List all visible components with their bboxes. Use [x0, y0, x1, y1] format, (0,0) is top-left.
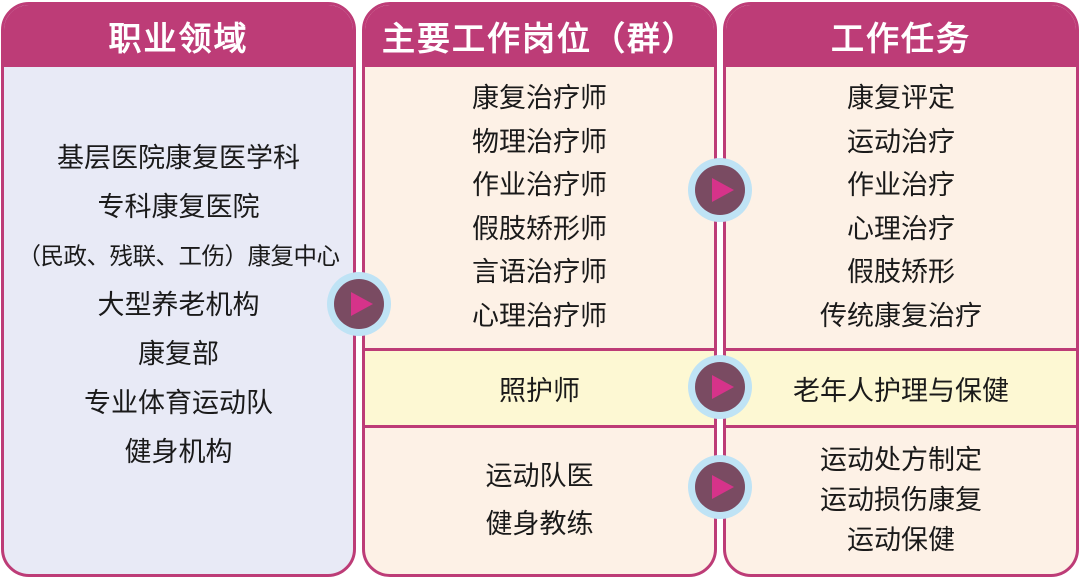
position-item: 言语治疗师 [472, 257, 607, 288]
task-item: 作业治疗 [847, 170, 955, 201]
tasks-group-therapy: 康复评定 运动治疗 作业治疗 心理治疗 假肢矫形 传统康复治疗 [726, 67, 1076, 348]
task-item: 老年人护理与保健 [793, 375, 1009, 407]
task-item: 运动损伤康复 [820, 485, 982, 516]
task-item: 传统康复治疗 [820, 300, 982, 332]
play-arrow-icon [688, 355, 752, 419]
position-item: 心理治疗师 [472, 300, 607, 332]
field-item: 大型养老机构 [97, 290, 260, 321]
field-item: 专业体育运动队 [84, 388, 273, 419]
position-item: 运动队医 [485, 461, 594, 492]
positions-column: 主要工作岗位（群） 康复治疗师 物理治疗师 作业治疗师 假肢矫形师 言语治疗师 … [362, 2, 717, 577]
tasks-group-elderly-care: 老年人护理与保健 [726, 348, 1076, 428]
positions-group-sports: 运动队医 健身教练 [365, 428, 714, 574]
task-item: 运动治疗 [847, 126, 955, 158]
position-item: 物理治疗师 [472, 126, 607, 158]
positions-group-therapists: 康复治疗师 物理治疗师 作业治疗师 假肢矫形师 言语治疗师 心理治疗师 [365, 67, 714, 348]
task-item: 心理治疗 [847, 213, 955, 245]
play-arrow-icon [688, 158, 752, 222]
field-list: 基层医院康复医学科 专科康复医院 （民政、残联、工伤）康复中心 大型养老机构 康… [4, 67, 353, 574]
position-item: 作业治疗师 [472, 170, 607, 201]
tasks-group-sports: 运动处方制定 运动损伤康复 运动保健 [726, 428, 1076, 574]
play-arrow-icon [688, 455, 752, 519]
tasks-column-header: 工作任务 [726, 5, 1076, 67]
field-item: 健身机构 [124, 437, 233, 468]
task-item: 运动处方制定 [820, 445, 982, 476]
task-item: 假肢矫形 [847, 257, 955, 288]
play-arrow-icon [327, 272, 391, 336]
field-item: （民政、残联、工伤）康复中心 [17, 242, 341, 270]
field-item: 基层医院康复医学科 [57, 143, 300, 174]
task-item: 运动保健 [847, 525, 955, 556]
field-column: 职业领域 基层医院康复医学科 专科康复医院 （民政、残联、工伤）康复中心 大型养… [1, 2, 356, 577]
tasks-column: 工作任务 康复评定 运动治疗 作业治疗 心理治疗 假肢矫形 传统康复治疗 老年人… [723, 2, 1079, 577]
field-item: 康复部 [138, 339, 219, 370]
positions-column-header: 主要工作岗位（群） [365, 5, 714, 67]
field-column-header: 职业领域 [4, 5, 353, 67]
field-item: 专科康复医院 [97, 192, 260, 223]
positions-group-caregiver: 照护师 [365, 348, 714, 428]
position-item: 照护师 [499, 375, 580, 407]
position-item: 康复治疗师 [472, 83, 607, 114]
position-item: 健身教练 [485, 509, 594, 540]
position-item: 假肢矫形师 [472, 213, 607, 245]
task-item: 康复评定 [847, 83, 955, 114]
